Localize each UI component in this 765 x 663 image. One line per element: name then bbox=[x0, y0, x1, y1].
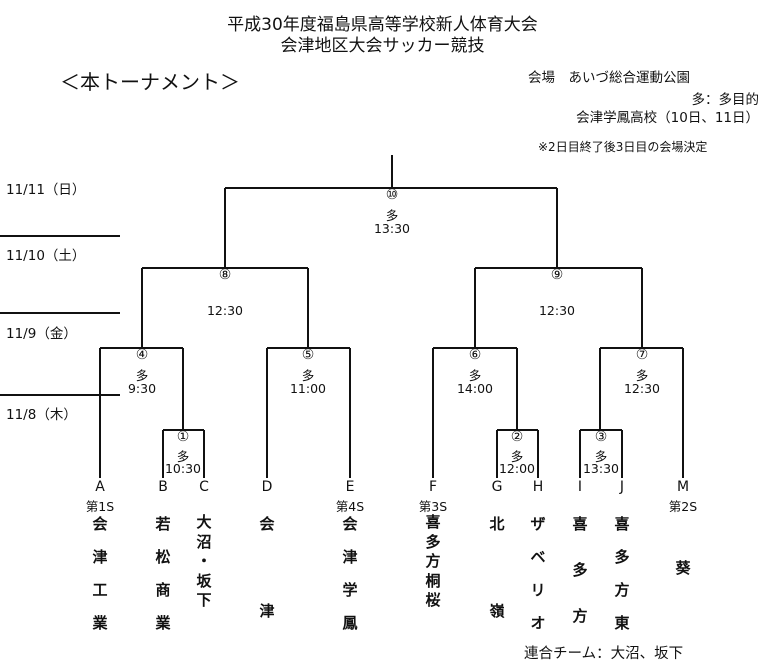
match-7-number: ⑦ bbox=[635, 347, 649, 363]
match-6-time: 14:00 bbox=[456, 381, 494, 396]
match-10-number: ⑩ bbox=[385, 187, 399, 203]
match-2-venue: 多 bbox=[510, 449, 524, 464]
title-line-2: 会津地区大会サッカー競技 bbox=[280, 36, 485, 56]
match-5-venue: 多 bbox=[301, 368, 315, 383]
team-f-letter: F bbox=[428, 479, 438, 495]
team-a-name: 会津工業 bbox=[92, 515, 108, 632]
team-c-letter: C bbox=[199, 479, 209, 495]
team-m-name: 葵 bbox=[675, 559, 691, 577]
team-a-seed: 第1S bbox=[85, 499, 115, 514]
match-3-time: 13:30 bbox=[582, 461, 620, 476]
match-5-time: 11:00 bbox=[289, 381, 327, 396]
match-1-venue: 多 bbox=[176, 449, 190, 464]
team-e-seed: 第4S bbox=[335, 499, 365, 514]
match-10-time: 13:30 bbox=[373, 221, 411, 236]
team-h-name: ザベリオ bbox=[530, 515, 546, 632]
match-6-venue: 多 bbox=[468, 368, 482, 383]
team-d-name: 会津 bbox=[259, 515, 275, 620]
footer-joint-team: 連合チーム：大沼、坂下 bbox=[524, 646, 684, 662]
team-i-letter: I bbox=[577, 479, 583, 495]
bracket-subtitle: ＜本トーナメント＞ bbox=[60, 70, 240, 94]
match-2-number: ② bbox=[510, 429, 524, 445]
team-i-name: 喜多方 bbox=[572, 515, 588, 625]
match-8-number: ⑧ bbox=[218, 267, 232, 283]
date-day-1: 11/8（木） bbox=[6, 407, 77, 423]
venue-multi-legend: 多：多目的 bbox=[691, 92, 760, 108]
team-f-name: 喜多方桐桜 bbox=[425, 513, 441, 609]
date-day-3: 11/10（土） bbox=[6, 248, 86, 264]
match-4-number: ④ bbox=[135, 347, 149, 363]
match-7-venue: 多 bbox=[635, 368, 649, 383]
match-4-venue: 多 bbox=[135, 368, 149, 383]
team-j-name: 喜多方東 bbox=[614, 515, 630, 632]
team-f-seed: 第3S bbox=[418, 499, 448, 514]
team-b-name: 若松商業 bbox=[155, 515, 171, 632]
team-h-letter: H bbox=[532, 479, 544, 495]
match-3-venue: 多 bbox=[594, 449, 608, 464]
team-g-name: 北嶺 bbox=[489, 515, 505, 620]
match-1-number: ① bbox=[176, 429, 190, 445]
team-e-letter: E bbox=[345, 479, 355, 495]
match-5-number: ⑤ bbox=[301, 347, 315, 363]
team-b-letter: B bbox=[158, 479, 168, 495]
match-4-time: 9:30 bbox=[127, 381, 157, 396]
match-9-time: 12:30 bbox=[538, 303, 576, 318]
venue-school: 会津学鳳高校（10日、11日） bbox=[576, 110, 759, 126]
team-g-letter: G bbox=[491, 479, 503, 495]
match-1-time: 10:30 bbox=[164, 461, 202, 476]
match-3-number: ③ bbox=[594, 429, 608, 445]
match-2-time: 12:00 bbox=[498, 461, 536, 476]
team-m-letter: M bbox=[676, 479, 690, 495]
team-c-name: 大沼・坂下 bbox=[196, 513, 212, 609]
date-day-2: 11/9（金） bbox=[6, 326, 77, 342]
match-9-number: ⑨ bbox=[550, 267, 564, 283]
team-d-letter: D bbox=[261, 479, 273, 495]
team-a-letter: A bbox=[95, 479, 105, 495]
team-e-name: 会津学鳳 bbox=[342, 515, 358, 632]
venue-note: ※2日目終了後3日目の会場決定 bbox=[538, 140, 708, 154]
match-6-number: ⑥ bbox=[468, 347, 482, 363]
match-8-time: 12:30 bbox=[206, 303, 244, 318]
date-day-4: 11/11（日） bbox=[6, 182, 86, 198]
match-10-venue: 多 bbox=[385, 208, 399, 223]
title-line-1: 平成30年度福島県高等学校新人体育大会 bbox=[227, 15, 538, 35]
team-m-seed: 第2S bbox=[668, 499, 698, 514]
venue-main: 会場 あいづ総合運動公園 bbox=[528, 70, 690, 86]
team-j-letter: J bbox=[619, 479, 625, 495]
match-7-time: 12:30 bbox=[623, 381, 661, 396]
